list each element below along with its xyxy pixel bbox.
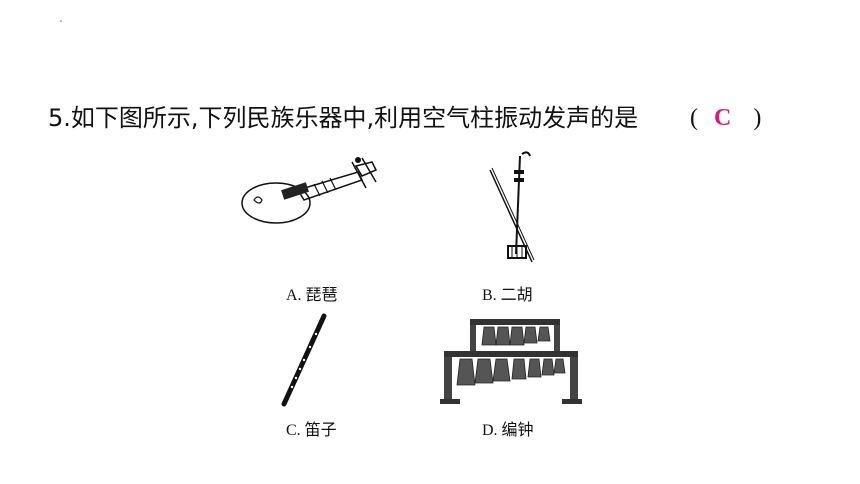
answer-letter: C [714,105,732,131]
option-d-label: D. 编钟 [482,422,534,439]
decorative-dot [60,20,62,22]
bianzhong-bells-icon [440,315,582,405]
erhu-icon [482,150,542,268]
paren-open: ( [690,105,698,131]
dizi-flute-icon [276,312,332,408]
answer-blank: ( C) [690,100,761,136]
option-c-label: C. 笛子 [286,422,337,439]
option-b-label: B. 二胡 [482,287,533,304]
option-a-label: A. 琵琶 [286,287,338,304]
question-text: 5.如下图所示,下列民族乐器中,利用空气柱振动发声的是 [48,104,639,132]
paren-close: ) [753,105,762,131]
pipa-icon [236,150,386,230]
